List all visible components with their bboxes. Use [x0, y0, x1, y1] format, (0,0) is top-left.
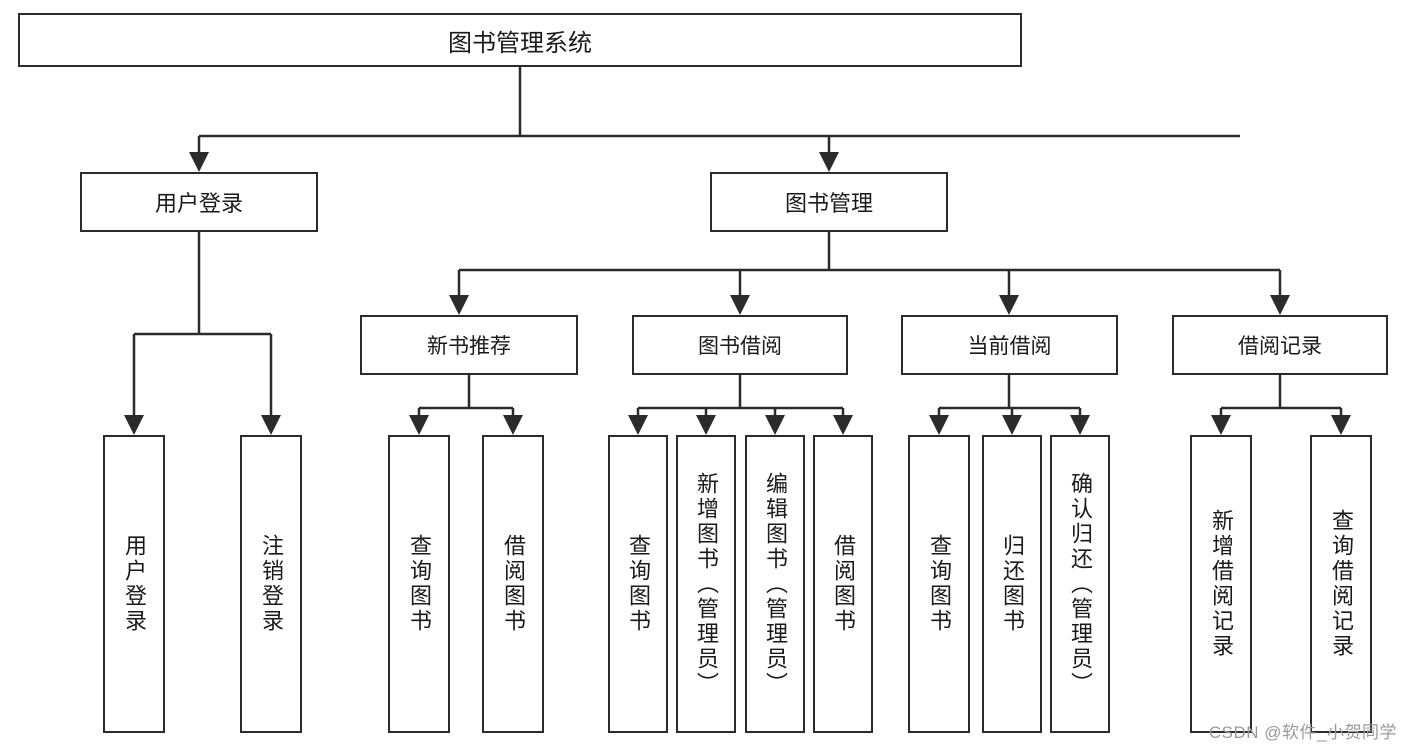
node-borrow-record[interactable]: 借阅记录: [1172, 315, 1388, 375]
node-label: 图书管理系统: [448, 29, 592, 57]
leaf-borrow-book-borrow[interactable]: 借阅图书: [813, 435, 873, 733]
node-label: 图书管理: [784, 191, 873, 216]
leaf-edit-book-admin[interactable]: 编辑图书（管理员）: [745, 435, 805, 733]
node-label: 新增借阅记录: [1209, 509, 1234, 659]
node-label: 新增图书（管理员）: [694, 471, 719, 697]
watermark-text: CSDN @软件_小贺同学: [1208, 723, 1397, 742]
connector-root-to-level1: [189, 67, 1240, 172]
node-label: 用户登录: [154, 191, 243, 216]
node-root-system[interactable]: 图书管理系统: [18, 13, 1022, 67]
node-new-book-recommend[interactable]: 新书推荐: [360, 315, 578, 375]
leaf-confirm-return-admin[interactable]: 确认归还（管理员）: [1050, 435, 1110, 733]
leaf-query-book-newbook[interactable]: 查询图书: [388, 435, 450, 733]
node-label: 借阅记录: [1238, 335, 1322, 358]
node-book-borrow[interactable]: 图书借阅: [632, 315, 848, 375]
node-user-login[interactable]: 用户登录: [80, 172, 318, 232]
node-label: 查询借阅记录: [1329, 509, 1354, 659]
node-label: 用户登录: [122, 534, 147, 634]
leaf-add-borrow-record[interactable]: 新增借阅记录: [1190, 435, 1252, 733]
leaf-query-book-borrow[interactable]: 查询图书: [608, 435, 668, 733]
node-label: 图书借阅: [698, 335, 782, 358]
node-label: 借阅图书: [501, 534, 526, 634]
connector-userlogin-to-leaves: [124, 232, 281, 435]
node-label: 确认归还（管理员）: [1068, 471, 1093, 697]
node-label: 查询图书: [927, 534, 952, 634]
leaf-query-book-current[interactable]: 查询图书: [908, 435, 970, 733]
node-label: 查询图书: [626, 534, 651, 634]
leaf-return-book[interactable]: 归还图书: [982, 435, 1042, 733]
node-label: 编辑图书（管理员）: [763, 471, 788, 697]
node-label: 借阅图书: [831, 534, 856, 634]
leaf-add-book-admin[interactable]: 新增图书（管理员）: [676, 435, 736, 733]
leaf-query-borrow-record[interactable]: 查询借阅记录: [1310, 435, 1372, 733]
connector-borrowrecord-to-leaves: [1211, 375, 1351, 435]
connector-newbook-to-leaves: [409, 375, 523, 435]
leaf-user-login[interactable]: 用户登录: [103, 435, 165, 733]
leaf-user-logout[interactable]: 注销登录: [240, 435, 302, 733]
node-label: 新书推荐: [427, 335, 511, 358]
connector-currentborrow-to-leaves: [929, 375, 1090, 435]
connector-bookmanage-to-level2: [449, 232, 1290, 315]
node-label: 注销登录: [259, 534, 284, 634]
connector-bookborrow-to-leaves: [628, 375, 853, 435]
node-current-borrow[interactable]: 当前借阅: [901, 315, 1118, 375]
node-label: 当前借阅: [967, 335, 1052, 358]
leaf-borrow-book-newbook[interactable]: 借阅图书: [482, 435, 544, 733]
node-label: 归还图书: [1000, 534, 1025, 634]
node-book-manage[interactable]: 图书管理: [710, 172, 948, 232]
node-label: 查询图书: [407, 534, 432, 634]
